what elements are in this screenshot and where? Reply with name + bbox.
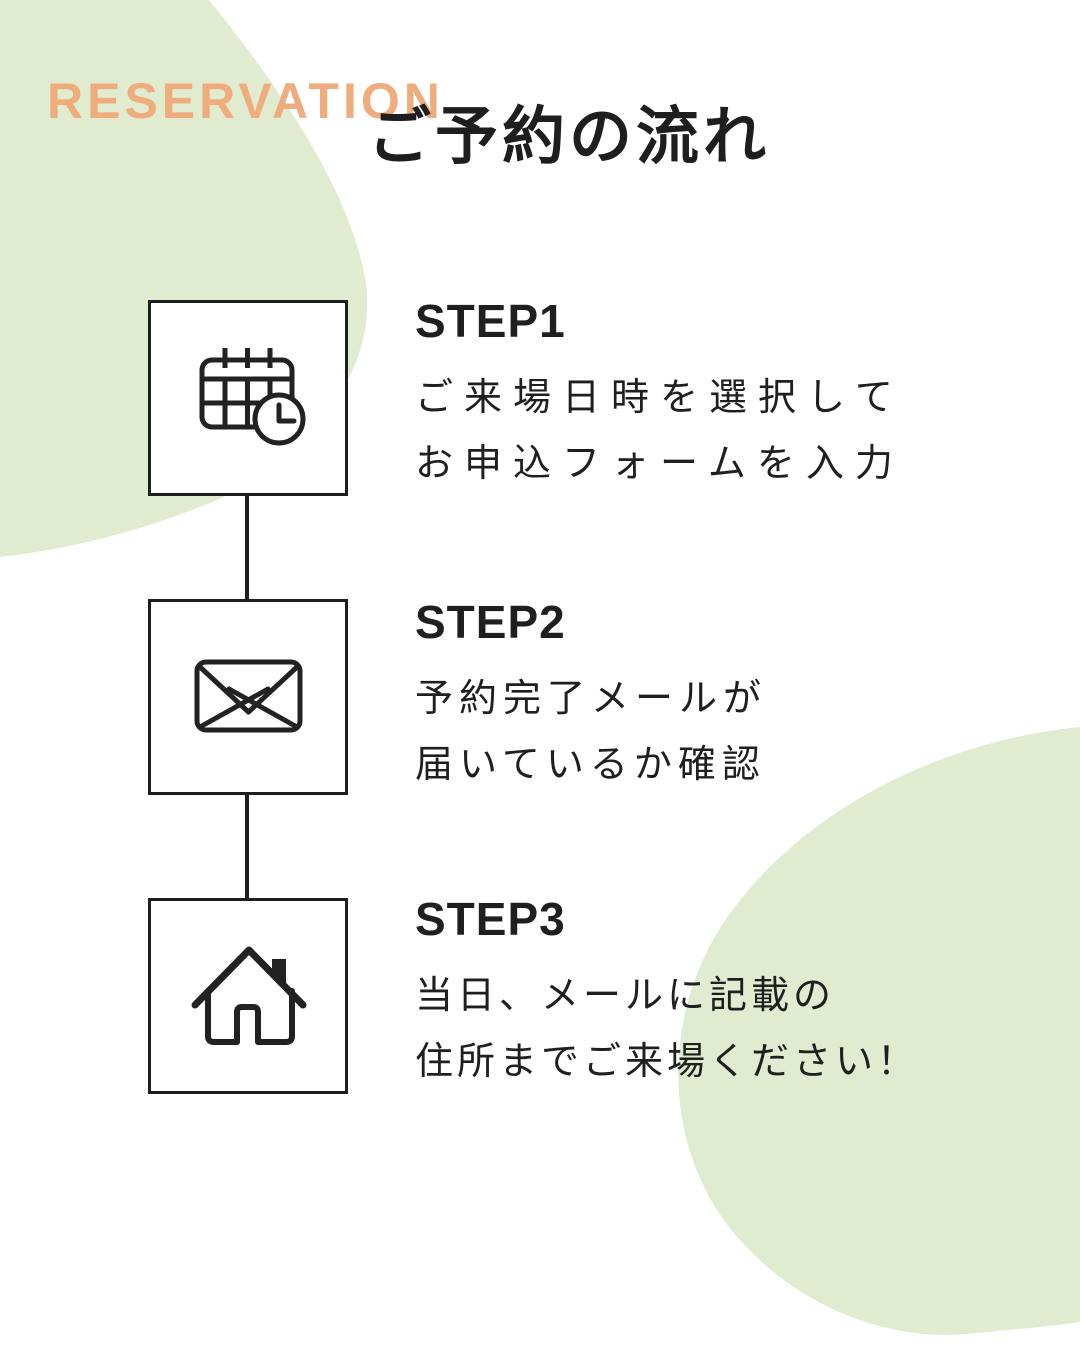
- step3-description-line: 住所までご来場ください！: [415, 1041, 920, 1083]
- eyebrow-text: RESERVATION: [47, 73, 444, 129]
- green-blob-bottom-right: [678, 727, 1080, 1335]
- step1-icon-box: [148, 300, 348, 496]
- step1-description-line: お申込フォームを入力: [415, 443, 904, 485]
- step2-description-line: 届いているか確認: [415, 744, 766, 786]
- house-icon: [191, 946, 307, 1045]
- step2-text: STEP2 予約完了メールが 届いているか確認: [415, 598, 767, 798]
- step3-icon-box: [148, 898, 348, 1094]
- step1-text: STEP1 ご来場日時を選択して お申込フォームを入力: [415, 297, 904, 497]
- calendar-clock-icon: [199, 348, 306, 446]
- step3-text: STEP3 当日、メールに記載の 住所までご来場ください！: [415, 895, 919, 1095]
- step3-label: STEP3: [415, 893, 566, 945]
- step1-description-line: ご来場日時を選択して: [415, 377, 904, 419]
- envelope-icon: [194, 659, 303, 733]
- step1-label: STEP1: [415, 295, 566, 347]
- step2-icon-box: [148, 599, 348, 795]
- step2-description-line: 予約完了メールが: [415, 678, 768, 720]
- connector-line: [245, 496, 249, 599]
- step3-description-line: 当日、メールに記載の: [415, 975, 836, 1017]
- step2-label: STEP2: [415, 596, 566, 648]
- page-title: ご予約の流れ: [368, 102, 770, 172]
- connector-line: [245, 795, 249, 898]
